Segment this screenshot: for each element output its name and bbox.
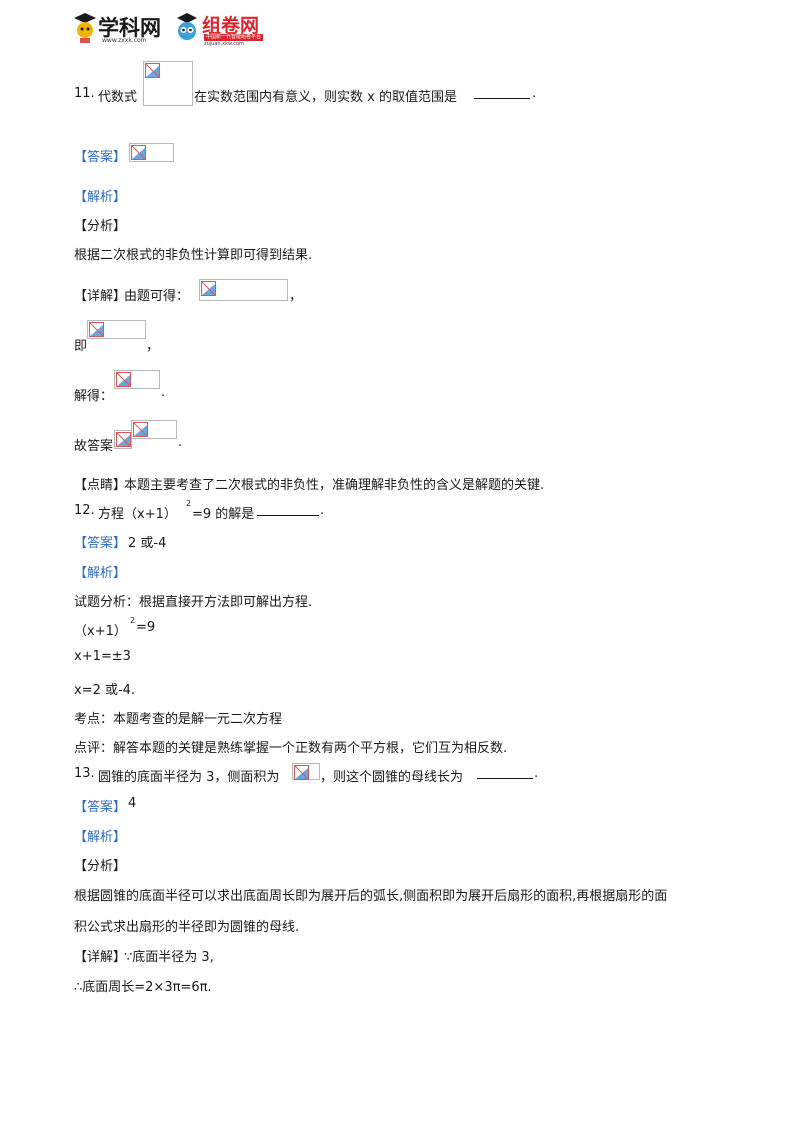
logo-xkw-text: 学科网: [98, 15, 161, 40]
q13-answer: 4: [128, 796, 137, 811]
q12-line5: 考点：本题考查的是解一元二次方程: [74, 712, 283, 727]
q13-xiangjie-text: ∵底面半径为 3,: [124, 950, 214, 965]
q12-line1: 试题分析：根据直接开方法即可解出方程.: [74, 595, 313, 610]
q11-dianjing-label: 【点睛】: [74, 478, 127, 493]
q12-line6: 点评：解答本题的关键是熟练掌握一个正数有两个平方根，它们互为相反数.: [74, 741, 508, 756]
q11-expression-image: [143, 61, 193, 106]
q13-number: 13.: [74, 766, 95, 781]
q11-fenxi-text: 根据二次根式的非负性计算即可得到结果.: [74, 248, 313, 263]
q12-line2b: =9: [136, 620, 156, 635]
q11-xiangjie-image: [199, 279, 288, 301]
broken-image-icon: [116, 372, 131, 387]
q11-jiede-image: [114, 370, 160, 389]
logo-zujuan-text: 组卷网: [202, 15, 260, 37]
q11-text-mid: 在实数范围内有意义，则实数 x 的取值范围是: [194, 90, 457, 105]
q13-expression-image: [292, 763, 320, 780]
q13-text-pre: 圆锥的底面半径为 3，侧面积为: [98, 770, 280, 785]
q11-answer-blank: [474, 86, 530, 99]
q11-number: 11.: [74, 86, 95, 101]
q12-answer-label: 【答案】: [74, 536, 127, 551]
q13-text-mid: ，则这个圆锥的母线长为: [320, 770, 464, 785]
q13-fenxi-label: 【分析】: [74, 859, 127, 874]
broken-image-icon: [133, 422, 148, 437]
q11-fenxi-label: 【分析】: [74, 219, 127, 234]
q12-line2-sup: 2: [130, 616, 136, 625]
q11-jiede: 解得：: [74, 389, 114, 404]
broken-image-icon: [116, 432, 131, 447]
logo-zujuan: 组卷网 中国新一代智能组卷平台 zujuan.xkw.com: [174, 10, 274, 47]
q11-text-end: .: [532, 86, 537, 101]
q12-answer: 2 或-4: [128, 536, 167, 551]
q12-line3: x+1=±3: [74, 649, 131, 664]
q13-fenxi-line2: 积公式求出扇形的半径即为圆锥的母线.: [74, 920, 300, 935]
q12-text-end: .: [320, 503, 325, 518]
broken-image-icon: [294, 765, 309, 780]
q11-guda-image-b: [131, 420, 177, 439]
q12-sup: 2: [186, 499, 192, 508]
q11-xiangjie-label: 【详解】: [74, 289, 127, 304]
q11-ji: 即: [74, 339, 88, 354]
q11-analysis-label: 【解析】: [74, 190, 127, 205]
q13-xiangjie-label: 【详解】: [74, 950, 127, 965]
q11-answer-image: [129, 143, 174, 162]
logo-zujuan-url: zujuan.xkw.com: [204, 41, 244, 47]
broken-image-icon: [145, 63, 160, 78]
q11-guda: 故答案: [74, 439, 114, 454]
q13-analysis-label: 【解析】: [74, 830, 127, 845]
q11-xiangjie-comma: ，: [289, 289, 303, 304]
q13-last-line: ∴底面周长=2×3π=6π.: [74, 980, 212, 995]
q12-number: 12.: [74, 503, 95, 518]
q13-fenxi-line1: 根据圆锥的底面半径可以求出底面周长即为展开后的弧长,侧面积即为展开后扇形的面积,…: [74, 889, 668, 904]
logo-xkw-url: www.zxxk.com: [102, 37, 147, 44]
q13-answer-blank: [477, 766, 533, 779]
logo-zujuan-sub: 中国新一代智能组卷平台: [204, 34, 264, 41]
broken-image-icon: [89, 322, 104, 337]
q11-guda-period: .: [178, 435, 183, 450]
q12-line2a: （x+1）: [74, 624, 127, 639]
q11-ji-comma: ，: [146, 339, 160, 354]
q13-answer-label: 【答案】: [74, 800, 127, 815]
q11-answer-label: 【答案】: [74, 150, 127, 165]
q12-text-b: =9 的解是: [192, 507, 255, 522]
q12-text-a: 方程（x+1）: [98, 507, 177, 522]
q13-text-end: .: [534, 766, 539, 781]
q11-guda-image-a: [114, 430, 132, 449]
q11-jiede-period: .: [161, 385, 166, 400]
q11-xiangjie-text: 由题可得：: [124, 289, 190, 304]
q11-dianjing-text: 本题主要考查了二次根式的非负性，准确理解非负性的含义是解题的关键.: [124, 478, 545, 493]
q12-analysis-label: 【解析】: [74, 566, 127, 581]
logo-xkw: 学科网 www.zxxk.com: [72, 10, 167, 46]
q11-ji-image: [87, 320, 146, 339]
q12-answer-blank: [257, 503, 319, 516]
q11-text-pre: 代数式: [98, 90, 138, 105]
broken-image-icon: [201, 281, 216, 296]
logo-owl-icon: [177, 13, 197, 40]
broken-image-icon: [131, 145, 146, 160]
logo-mascot-icon: [74, 13, 96, 43]
q12-line4: x=2 或-4.: [74, 683, 136, 698]
